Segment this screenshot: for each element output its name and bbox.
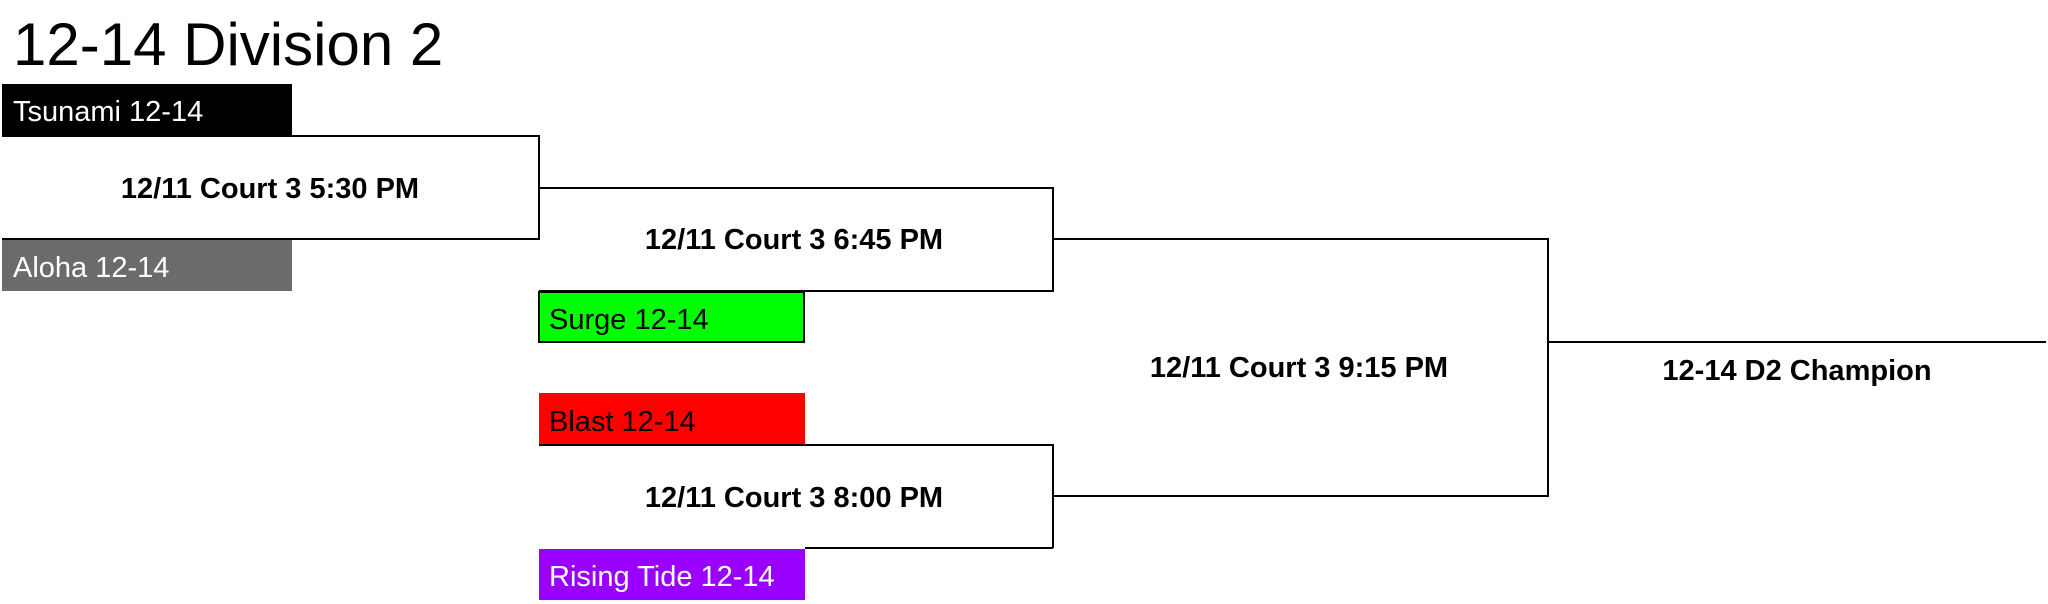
game-label-final: 12/11 Court 3 9:15 PM [1150, 352, 1448, 384]
team-label-blast: Blast 12-14 [549, 406, 696, 438]
team-box-tsunami [2, 84, 292, 136]
connector-final [1053, 238, 1549, 497]
bracket-title: 12-14 Division 2 [13, 11, 443, 78]
team-label-surge: Surge 12-14 [549, 304, 709, 336]
connector-game3 [539, 444, 1054, 548]
team-label-rising-tide: Rising Tide 12-14 [549, 561, 775, 593]
champion-label: 12-14 D2 Champion [1662, 355, 1931, 387]
game-label-game1: 12/11 Court 3 5:30 PM [121, 173, 419, 205]
team-label-aloha: Aloha 12-14 [13, 252, 169, 284]
team-label-tsunami: Tsunami 12-14 [13, 96, 203, 128]
game-label-game3: 12/11 Court 3 8:00 PM [645, 482, 943, 514]
team-box-blast [539, 393, 805, 444]
game-label-game2: 12/11 Court 3 6:45 PM [645, 224, 943, 256]
team-box-aloha [2, 240, 292, 291]
team-box-rising-tide [539, 549, 805, 600]
team-box-surge [538, 291, 805, 343]
